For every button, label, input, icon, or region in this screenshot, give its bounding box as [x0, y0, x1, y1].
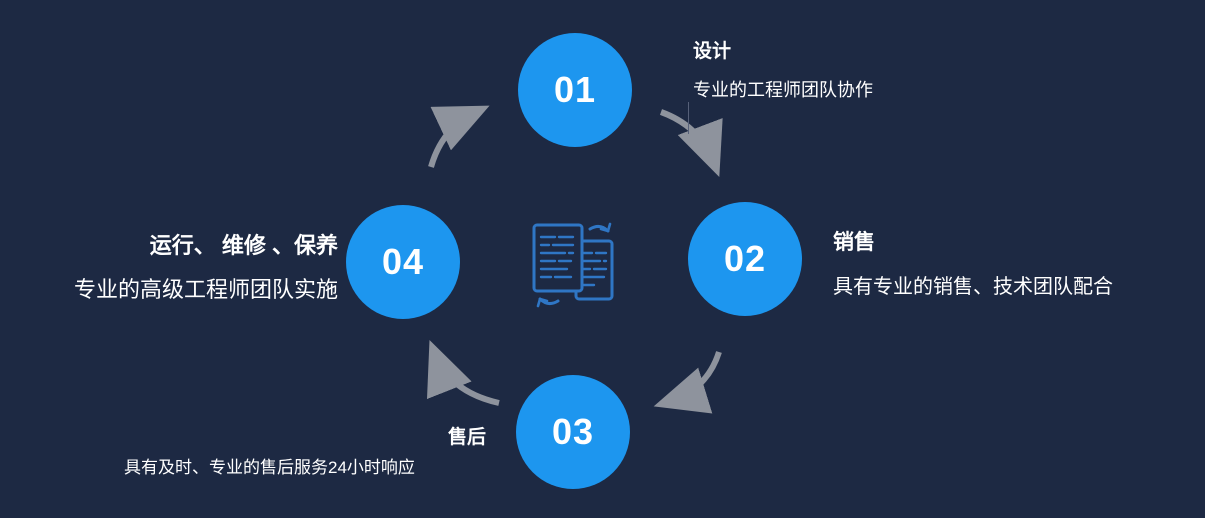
step-number-03: 03: [551, 411, 595, 452]
step-desc-02: 具有专业的销售、技术团队配合: [833, 276, 1113, 298]
step-number-01: 01: [553, 69, 597, 110]
arrow-02-to-03-icon: [653, 351, 722, 414]
step-label-02: 销售 具有专业的销售、技术团队配合: [833, 226, 1113, 299]
step-number-04: 04: [381, 241, 425, 282]
step-title-01: 设计: [693, 41, 732, 62]
arrow-03-to-04-icon: [427, 340, 500, 406]
step-circle-03: 03: [516, 375, 630, 489]
step-circle-04: 04: [346, 205, 460, 319]
step-title-02: 销售: [833, 231, 875, 254]
step-desc-04: 专业的高级工程师团队实施: [73, 277, 338, 302]
document-transfer-icon: [532, 222, 614, 308]
step-desc-03: 具有及时、专业的售后服务24小时响应: [124, 458, 415, 477]
step-title-03: 售后: [448, 427, 487, 448]
step-label-01: 设计 专业的工程师团队协作: [693, 36, 873, 102]
step-title-04: 运行、 维修 、保养: [149, 233, 338, 258]
tick-line: [688, 102, 689, 134]
arrow-04-to-01-icon: [428, 105, 490, 168]
step-circle-01: 01: [518, 33, 632, 147]
step-desc-01: 专业的工程师团队协作: [693, 80, 873, 100]
step-number-02: 02: [723, 238, 767, 279]
step-label-04: 运行、 维修 、保养 专业的高级工程师团队实施: [0, 228, 338, 304]
step-circle-02: 02: [688, 202, 802, 316]
